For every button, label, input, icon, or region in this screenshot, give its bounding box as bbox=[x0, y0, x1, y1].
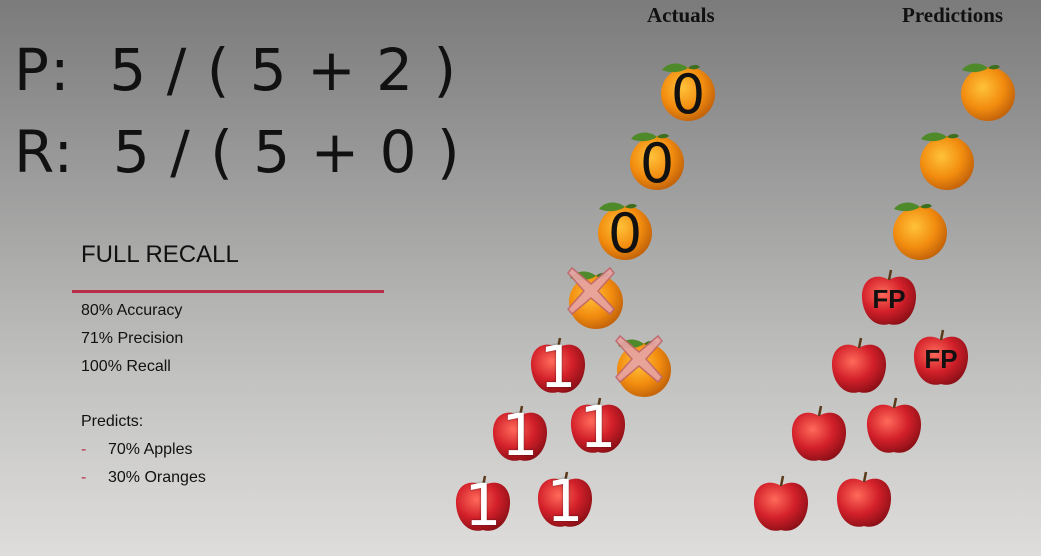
class-label: 1 bbox=[539, 333, 577, 401]
predicts-label: Predicts: bbox=[81, 413, 144, 430]
actual-orange-3: 0 bbox=[595, 197, 655, 265]
orange-icon bbox=[630, 132, 684, 190]
predicts-apples-text: 70% Apples bbox=[108, 441, 193, 458]
bullet-dash: - bbox=[81, 469, 87, 486]
false-positive-label: FP bbox=[872, 284, 906, 314]
predicted-orange-1 bbox=[958, 58, 1018, 122]
predicted-orange-3 bbox=[890, 197, 950, 261]
class-label: 1 bbox=[546, 467, 584, 535]
apple-icon bbox=[753, 475, 809, 531]
actual-orange-1: 0 bbox=[658, 58, 718, 126]
panel-divider bbox=[72, 290, 384, 293]
actual-orange-4 bbox=[566, 266, 626, 330]
class-label: 1 bbox=[579, 393, 617, 461]
precision-metric: 71% Precision bbox=[81, 330, 184, 347]
predicted-apple-9 bbox=[751, 472, 811, 536]
class-label: 0 bbox=[639, 132, 675, 195]
predicted-apple-5 bbox=[829, 334, 889, 398]
predicts-oranges-text: 30% Oranges bbox=[108, 469, 206, 486]
actuals-heading: Actuals bbox=[647, 3, 715, 27]
cross-icon bbox=[615, 334, 663, 384]
orange-icon bbox=[598, 202, 652, 260]
actual-apple-9: 1 bbox=[453, 472, 513, 536]
apple-icon bbox=[791, 405, 847, 461]
apple-icon bbox=[861, 269, 917, 325]
apple-icon bbox=[570, 397, 626, 453]
apple-icon bbox=[492, 405, 548, 461]
predicted-apple-8 bbox=[864, 394, 924, 458]
class-label: 1 bbox=[464, 471, 502, 539]
actual-apple-7: 1 bbox=[490, 402, 550, 466]
apple-icon bbox=[866, 397, 922, 453]
orange-icon bbox=[961, 63, 1015, 121]
precision-formula: P: 5 / ( 5 + 2 ) bbox=[14, 36, 458, 104]
apple-icon bbox=[537, 471, 593, 527]
predicted-apple-10 bbox=[834, 468, 894, 532]
class-label: 1 bbox=[501, 401, 539, 469]
apple-icon bbox=[836, 471, 892, 527]
actual-apple-8: 1 bbox=[568, 394, 628, 458]
recall-formula: R: 5 / ( 5 + 0 ) bbox=[14, 118, 461, 186]
predicted-apple-7 bbox=[789, 402, 849, 466]
apple-icon bbox=[831, 337, 887, 393]
actual-orange-6 bbox=[614, 334, 674, 398]
actual-orange-2: 0 bbox=[627, 127, 687, 195]
false-positive-label: FP bbox=[924, 344, 958, 374]
actual-apple-5: 1 bbox=[528, 334, 588, 398]
cross-icon bbox=[567, 266, 615, 316]
predicts-apples-item: - 70% Apples bbox=[81, 441, 193, 459]
class-label: 0 bbox=[607, 202, 643, 265]
apple-icon bbox=[913, 329, 969, 385]
recall-metric: 100% Recall bbox=[81, 358, 171, 375]
apple-icon bbox=[530, 337, 586, 393]
apple-icon bbox=[455, 475, 511, 531]
actual-apple-10: 1 bbox=[535, 468, 595, 532]
class-label: 0 bbox=[670, 63, 706, 126]
predicted-orange-2 bbox=[917, 127, 977, 191]
bullet-dash: - bbox=[81, 441, 87, 458]
accuracy-metric: 80% Accuracy bbox=[81, 302, 183, 319]
predicted-apple-4: FP bbox=[859, 266, 919, 330]
orange-icon bbox=[661, 63, 715, 121]
predictions-heading: Predictions bbox=[902, 3, 1004, 27]
predicted-apple-6: FP bbox=[911, 326, 971, 390]
orange-icon bbox=[920, 132, 974, 190]
orange-icon bbox=[893, 202, 947, 260]
panel-title: FULL RECALL bbox=[81, 241, 239, 268]
predicts-oranges-item: - 30% Oranges bbox=[81, 469, 206, 487]
